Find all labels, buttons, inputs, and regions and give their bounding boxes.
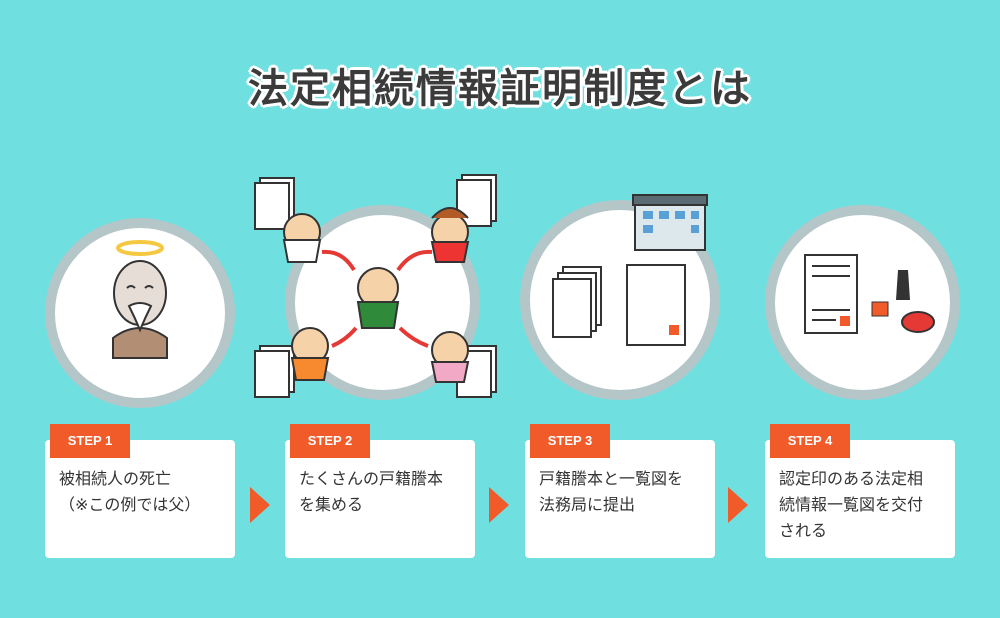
step4-description: 認定印のある法定相 続情報一覧図を交付 される [779, 469, 924, 540]
step3-description: 戸籍謄本と一覧図を 法務局に提出 [539, 469, 684, 514]
step1-description: 被相続人の死亡 （※この例では父） [59, 469, 201, 514]
submit-documents-illustration [552, 194, 708, 346]
step2-to-step3-arrow [489, 487, 509, 523]
step1-to-step2-arrow [250, 487, 270, 523]
step2-card: たくさんの戸籍謄本 を集める [285, 440, 475, 558]
deceased-father-illustration [112, 240, 168, 359]
step3-to-step4-arrow [728, 487, 748, 523]
step1-tag: STEP 1 [50, 424, 130, 458]
step1-circle [45, 218, 235, 408]
step3-tag: STEP 3 [530, 424, 610, 458]
step4-circle [765, 205, 960, 400]
step4-card: 認定印のある法定相 続情報一覧図を交付 される [765, 440, 955, 558]
page-title: 法定相続情報証明制度とは [248, 66, 752, 112]
step3-card: 戸籍謄本と一覧図を 法務局に提出 [525, 440, 715, 558]
step1-card: 被相続人の死亡 （※この例では父） [45, 440, 235, 558]
certified-document-illustration [804, 254, 935, 334]
step2-tag: STEP 2 [290, 424, 370, 458]
collect-documents-illustration [254, 174, 497, 398]
step4-tag: STEP 4 [770, 424, 850, 458]
step2-description: たくさんの戸籍謄本 を集める [299, 469, 444, 514]
